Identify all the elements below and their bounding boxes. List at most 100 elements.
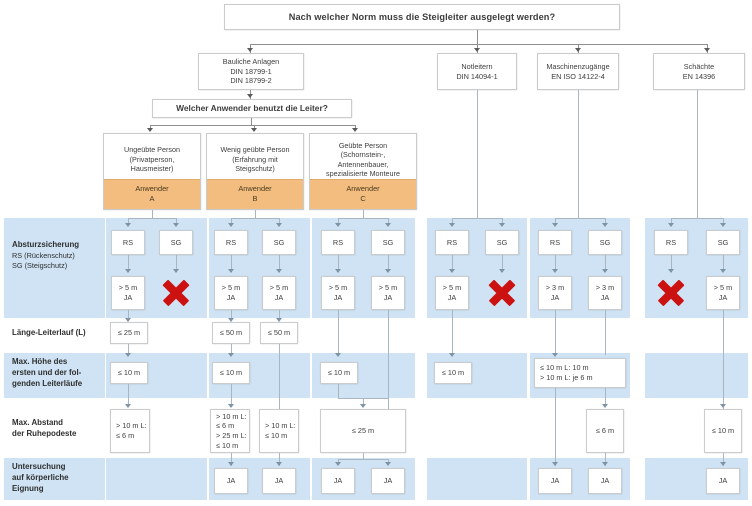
spacing-b-sg-line2: ≤ 10 m [265,431,288,440]
arrow-n-rs-2 [449,269,455,273]
row-label-abstand-line1: Max. Abstand [12,418,64,427]
link-b-len-rs [231,310,232,320]
length-box-b-sg[interactable]: ≤ 50 m [260,322,298,344]
height-m-rs-answer: JA [550,293,560,302]
user-box-b[interactable]: Wenig geübte Person (Erfahrung mit Steig… [206,133,304,210]
arrow-m-ja-sg [602,462,608,466]
arrow-n-sg [499,223,505,227]
height-m-rs-value: > 3 m [545,283,565,293]
height-box-c-rs[interactable]: > 5 m JA [321,276,355,310]
norm-box-notleitern[interactable]: Notleitern DIN 14094-1 [437,53,517,90]
user-box-a[interactable]: Ungeübte Person (Privatperson, Hausmeist… [103,133,201,210]
user-box-c[interactable]: Geübte Person (Schornstein-, Antennenbau… [309,133,417,210]
row-label-absturz-title: Absturzsicherung [12,240,80,249]
exam-box-schaechte-sg[interactable]: JA [706,468,740,494]
sg-box-notleitern-label: SG [496,237,508,247]
height-n-rs-value: > 5 m [442,283,462,293]
spacing-box-maschinen[interactable]: ≤ 6 m [586,409,624,453]
row-label-untersuchung: Untersuchung auf körperliche Eignung [4,462,105,495]
arrow-bauliche [247,48,253,52]
arrow-schaechte [704,48,710,52]
norm-maschinen-std1: EN ISO 14122-4 [551,71,605,81]
norm-box-schaechte[interactable]: Schächte EN 14396 [653,53,745,90]
user-c-line3: Antennenbauer, [337,159,389,169]
maxheight-box-b[interactable]: ≤ 10 m [212,362,250,384]
rs-box-a-label: RS [122,237,134,247]
user-c-badge: Anwender C [310,179,416,209]
user-b-line2: (Erfahrung mit [232,154,278,164]
row-label-laenge-text: Länge-Leiterlauf (L) [12,328,86,337]
maxheight-box-c[interactable]: ≤ 10 m [320,362,358,384]
rs-box-notleitern[interactable]: RS [435,230,469,255]
arrow-s-ja-sg [720,462,726,466]
sg-box-b[interactable]: SG [262,230,296,255]
user-b-badge-letter: B [252,194,258,204]
band-untersuchung-label [4,458,105,500]
link-b-abst-rs-down [231,453,232,466]
exam-box-b-rs[interactable]: JA [214,468,248,494]
sg-box-a[interactable]: SG [159,230,193,255]
norm-box-bauliche-anlagen[interactable]: Bauliche Anlagen DIN 18799-1 DIN 18799-2 [198,53,304,90]
arrow-s-abst [720,404,726,408]
row-label-hoehe-line2: ersten und der fol- [12,367,82,377]
question-box-anwender[interactable]: Welcher Anwender benutzt die Leiter? [152,99,352,118]
split-a-to-sg [176,218,177,225]
link-m-hoehe-down [605,388,606,406]
rs-box-maschinen[interactable]: RS [538,230,572,255]
arrow-b-rs [228,223,234,227]
arrow-s-sg [720,223,726,227]
rs-box-b[interactable]: RS [214,230,248,255]
height-box-schaechte-sg[interactable]: > 5 m JA [706,276,740,310]
arrow-b-ja-sg [276,462,282,466]
maxheight-box-a[interactable]: ≤ 10 m [110,362,148,384]
length-box-b-rs[interactable]: ≤ 50 m [212,322,250,344]
norm-box-maschinenzugaenge[interactable]: Maschinenzugänge EN ISO 14122-4 [537,53,619,90]
spacing-box-a[interactable]: > 10 m L: ≤ 6 m [110,409,150,453]
split-a-stem [152,210,153,218]
maxheight-box-maschinen[interactable]: ≤ 10 m L: 10 m > 10 m L: je 6 m [534,358,626,388]
height-box-maschinen-sg[interactable]: > 3 m JA [588,276,622,310]
link-c-sg [388,255,389,272]
arrow-m-rs [552,223,558,227]
link-c-ja-sg [388,459,389,464]
row-label-max-hoehe: Max. Höhe des ersten und der fol- genden… [4,357,105,390]
sg-box-maschinen[interactable]: SG [588,230,622,255]
spacing-box-b-sg[interactable]: > 10 m L: ≤ 10 m [259,409,299,453]
arrow-a-hoehe [125,353,131,357]
sg-box-schaechte[interactable]: SG [706,230,740,255]
height-box-notleitern-rs[interactable]: > 5 m JA [435,276,469,310]
rs-box-a[interactable]: RS [111,230,145,255]
rs-box-c[interactable]: RS [321,230,355,255]
height-box-maschinen-rs[interactable]: > 3 m JA [538,276,572,310]
band-hoehe-label [4,353,105,398]
spacing-box-schaechte[interactable]: ≤ 10 m [704,409,742,453]
arrow-c-sg-2 [385,269,391,273]
height-box-a-rs[interactable]: > 5 m JA [111,276,145,310]
sg-box-notleitern[interactable]: SG [485,230,519,255]
exam-box-c-sg[interactable]: JA [371,468,405,494]
maxheight-box-notleitern[interactable]: ≤ 10 m [434,362,472,384]
split-a-to-rs [128,218,129,225]
band-untersuchung-a [106,458,207,500]
height-c-sg-value: > 5 m [378,283,398,293]
maxheight-m-line1: ≤ 10 m L: 10 m [540,363,589,373]
height-box-b-sg[interactable]: > 5 m JA [262,276,296,310]
arrow-b-rs-2 [228,269,234,273]
height-box-c-sg[interactable]: > 5 m JA [371,276,405,310]
arrow-user-c [352,128,358,132]
exam-box-c-rs[interactable]: JA [321,468,355,494]
height-box-b-rs[interactable]: > 5 m JA [214,276,248,310]
arrow-n-hoehe [449,353,455,357]
length-box-a[interactable]: ≤ 25 m [110,322,148,344]
spacing-box-b-rs[interactable]: > 10 m L: ≤ 6 m > 25 m L: ≤ 10 m [210,409,250,453]
rs-box-schaechte[interactable]: RS [654,230,688,255]
exam-box-maschinen-sg[interactable]: JA [588,468,622,494]
spacing-box-c[interactable]: ≤ 25 m [320,409,406,453]
exam-box-maschinen-rs[interactable]: JA [538,468,572,494]
connector-to-user-a [150,125,151,130]
exam-box-b-sg[interactable]: JA [262,468,296,494]
split-b-to-sg [279,218,280,225]
sg-box-c[interactable]: SG [371,230,405,255]
spacing-b-sg-line1: > 10 m L: [265,421,296,431]
